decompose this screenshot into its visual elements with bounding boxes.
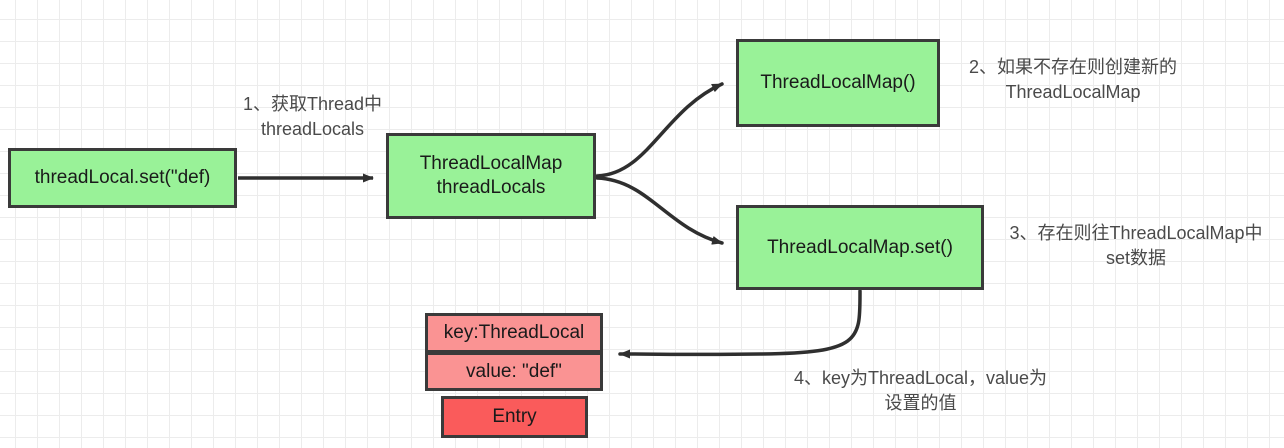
edge-threadlocals-to-map-set <box>595 176 724 245</box>
node-entry-title[interactable]: Entry <box>441 396 588 438</box>
node-entry-key-row[interactable]: key:ThreadLocal <box>425 313 603 353</box>
edge-label-step-1: 1、获取Thread中 threadLocals <box>242 94 383 140</box>
annotation-step-2: 2、如果不存在则创建新的 ThreadLocalMap <box>968 57 1177 103</box>
annotation-step-3: 3、存在则往ThreadLocalMap中 set数据 <box>1009 223 1263 269</box>
node-threadlocal-set[interactable]: threadLocal.set("def) <box>8 148 237 208</box>
annotation-step-4: 4、key为ThreadLocal，value为 设置的值 <box>793 368 1048 414</box>
node-threadlocalmap-set[interactable]: ThreadLocalMap.set() <box>736 205 984 290</box>
edge-threadlocals-to-map-ctor <box>595 82 724 178</box>
node-entry-value-row[interactable]: value: "def" <box>425 352 603 391</box>
edge-map-set-to-entry <box>618 289 862 359</box>
node-threadlocalmap-constructor[interactable]: ThreadLocalMap() <box>736 39 940 127</box>
node-threadlocalmap-threadlocals[interactable]: ThreadLocalMap threadLocals <box>386 133 596 219</box>
